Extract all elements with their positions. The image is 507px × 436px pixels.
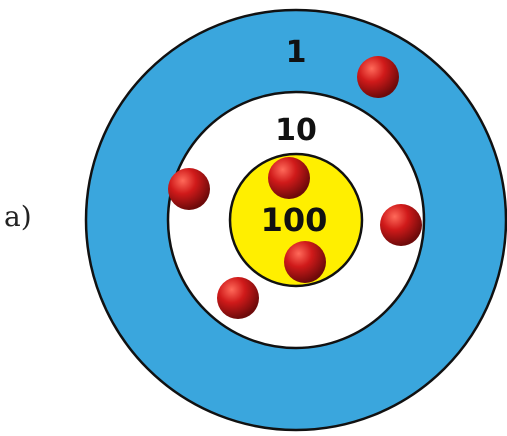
zone-label-10: 10	[275, 113, 317, 148]
ball-1	[357, 56, 399, 98]
zone-label-100: 100	[261, 201, 328, 239]
ball-4	[380, 204, 422, 246]
zone-label-1: 1	[286, 35, 307, 70]
ball-3	[217, 277, 259, 319]
ball-5	[268, 157, 310, 199]
ball-2	[168, 168, 210, 210]
ball-6	[284, 241, 326, 283]
